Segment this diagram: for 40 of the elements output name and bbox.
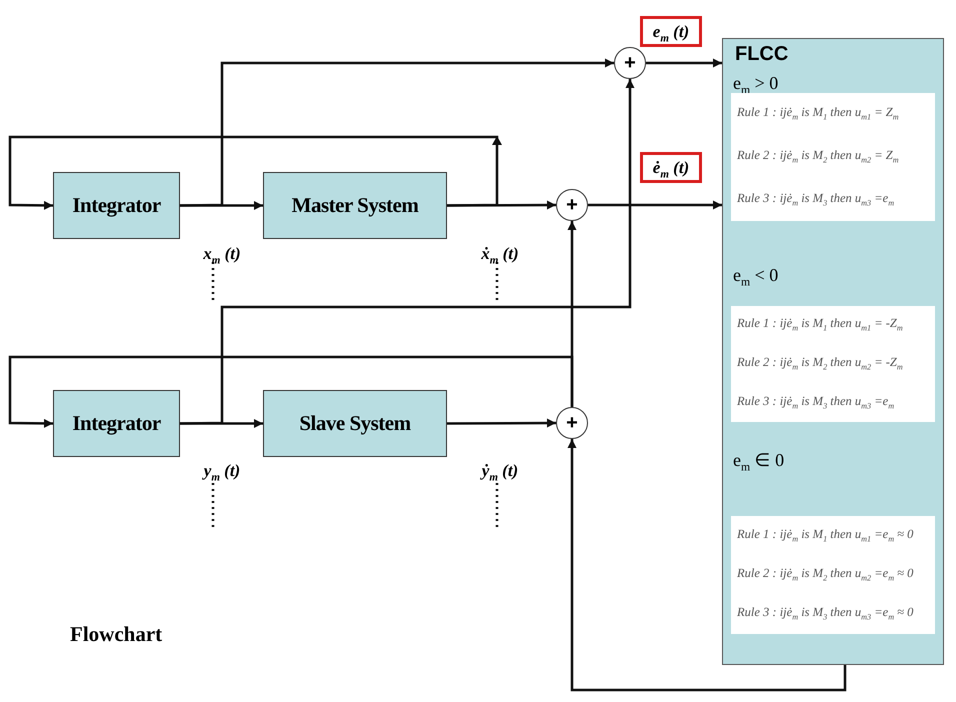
arrow [180, 58, 614, 207]
condition-text: e$_{m}$ ∈ 0 [733, 449, 784, 474]
process-box: Integrator [53, 172, 180, 239]
rule-text: Rule 1 : ijė$_{m}$ is M$_{1}$ then u$_{m1}$ =e$_{m}$ ≈ 0 [737, 526, 914, 544]
rule-text: Rule 3 : ijė$_{m}$ is M$_{3}$ then u$_{m3}$ =e$_{m}$ [737, 190, 894, 208]
controller-panel [722, 38, 944, 665]
summing-junction: + [556, 189, 588, 221]
rule-panel [731, 516, 935, 634]
panel-heading: FLCC [735, 43, 788, 66]
arrow [447, 418, 556, 428]
process-box: Slave System [263, 390, 447, 457]
process-box: Integrator [53, 390, 180, 457]
signal-label: x$_{m}$ (t) [203, 244, 241, 266]
summing-junction: + [614, 47, 646, 79]
rule-text: Rule 3 : ijė$_{m}$ is M$_{3}$ then u$_{m3}$ =e$_{m}$ [737, 394, 894, 410]
signal-label: y$_{m}$ (t) [204, 461, 240, 484]
arrow [8, 136, 498, 210]
rule-text: Rule 1 : ijė$_{m}$ is M$_{1}$ then u$_{m1}$ = -Z$_{m}$ [737, 316, 903, 333]
rule-text: Rule 2 : ijė$_{m}$ is M$_{2}$ then u$_{m2}$ =e$_{m}$ ≈ 0 [737, 566, 914, 582]
rule-panel [731, 306, 935, 422]
arrow [568, 439, 846, 692]
signal-label: ẋ$_{m}$ (t) [481, 244, 519, 266]
arrow [646, 58, 722, 68]
rule-text: Rule 3 : ijė$_{m}$ is M$_{3}$ then u$_{m3}$ =e$_{m}$ ≈ 0 [737, 605, 914, 622]
condition-text: e$_{m}$ < 0 [733, 265, 778, 289]
rule-panel [731, 93, 935, 221]
signal-label-box: ė$_{m}$ (t) [640, 152, 702, 183]
process-box: Master System [263, 172, 447, 239]
signal-label-box: e$_{m}$ (t) [640, 16, 702, 47]
caption: Flowchart [70, 622, 162, 647]
summing-junction: + [556, 407, 588, 439]
rule-text: Rule 2 : ijė$_{m}$ is M$_{2}$ then u$_{m2}$ = -Z$_{m}$ [737, 355, 903, 372]
arrow [180, 79, 634, 425]
arrow [180, 201, 263, 210]
rule-text: Rule 1 : ijė$_{m}$ is M$_{1}$ then u$_{m1}$ = Z$_{m}$ [737, 105, 899, 122]
signal-label: ẏ$_{m}$ (t) [482, 461, 518, 484]
rule-text: Rule 2 : ijė$_{m}$ is M$_{2}$ then u$_{m2}$ = Z$_{m}$ [737, 148, 899, 164]
arrow [588, 200, 722, 210]
arrow [180, 419, 263, 428]
arrow [8, 356, 574, 428]
